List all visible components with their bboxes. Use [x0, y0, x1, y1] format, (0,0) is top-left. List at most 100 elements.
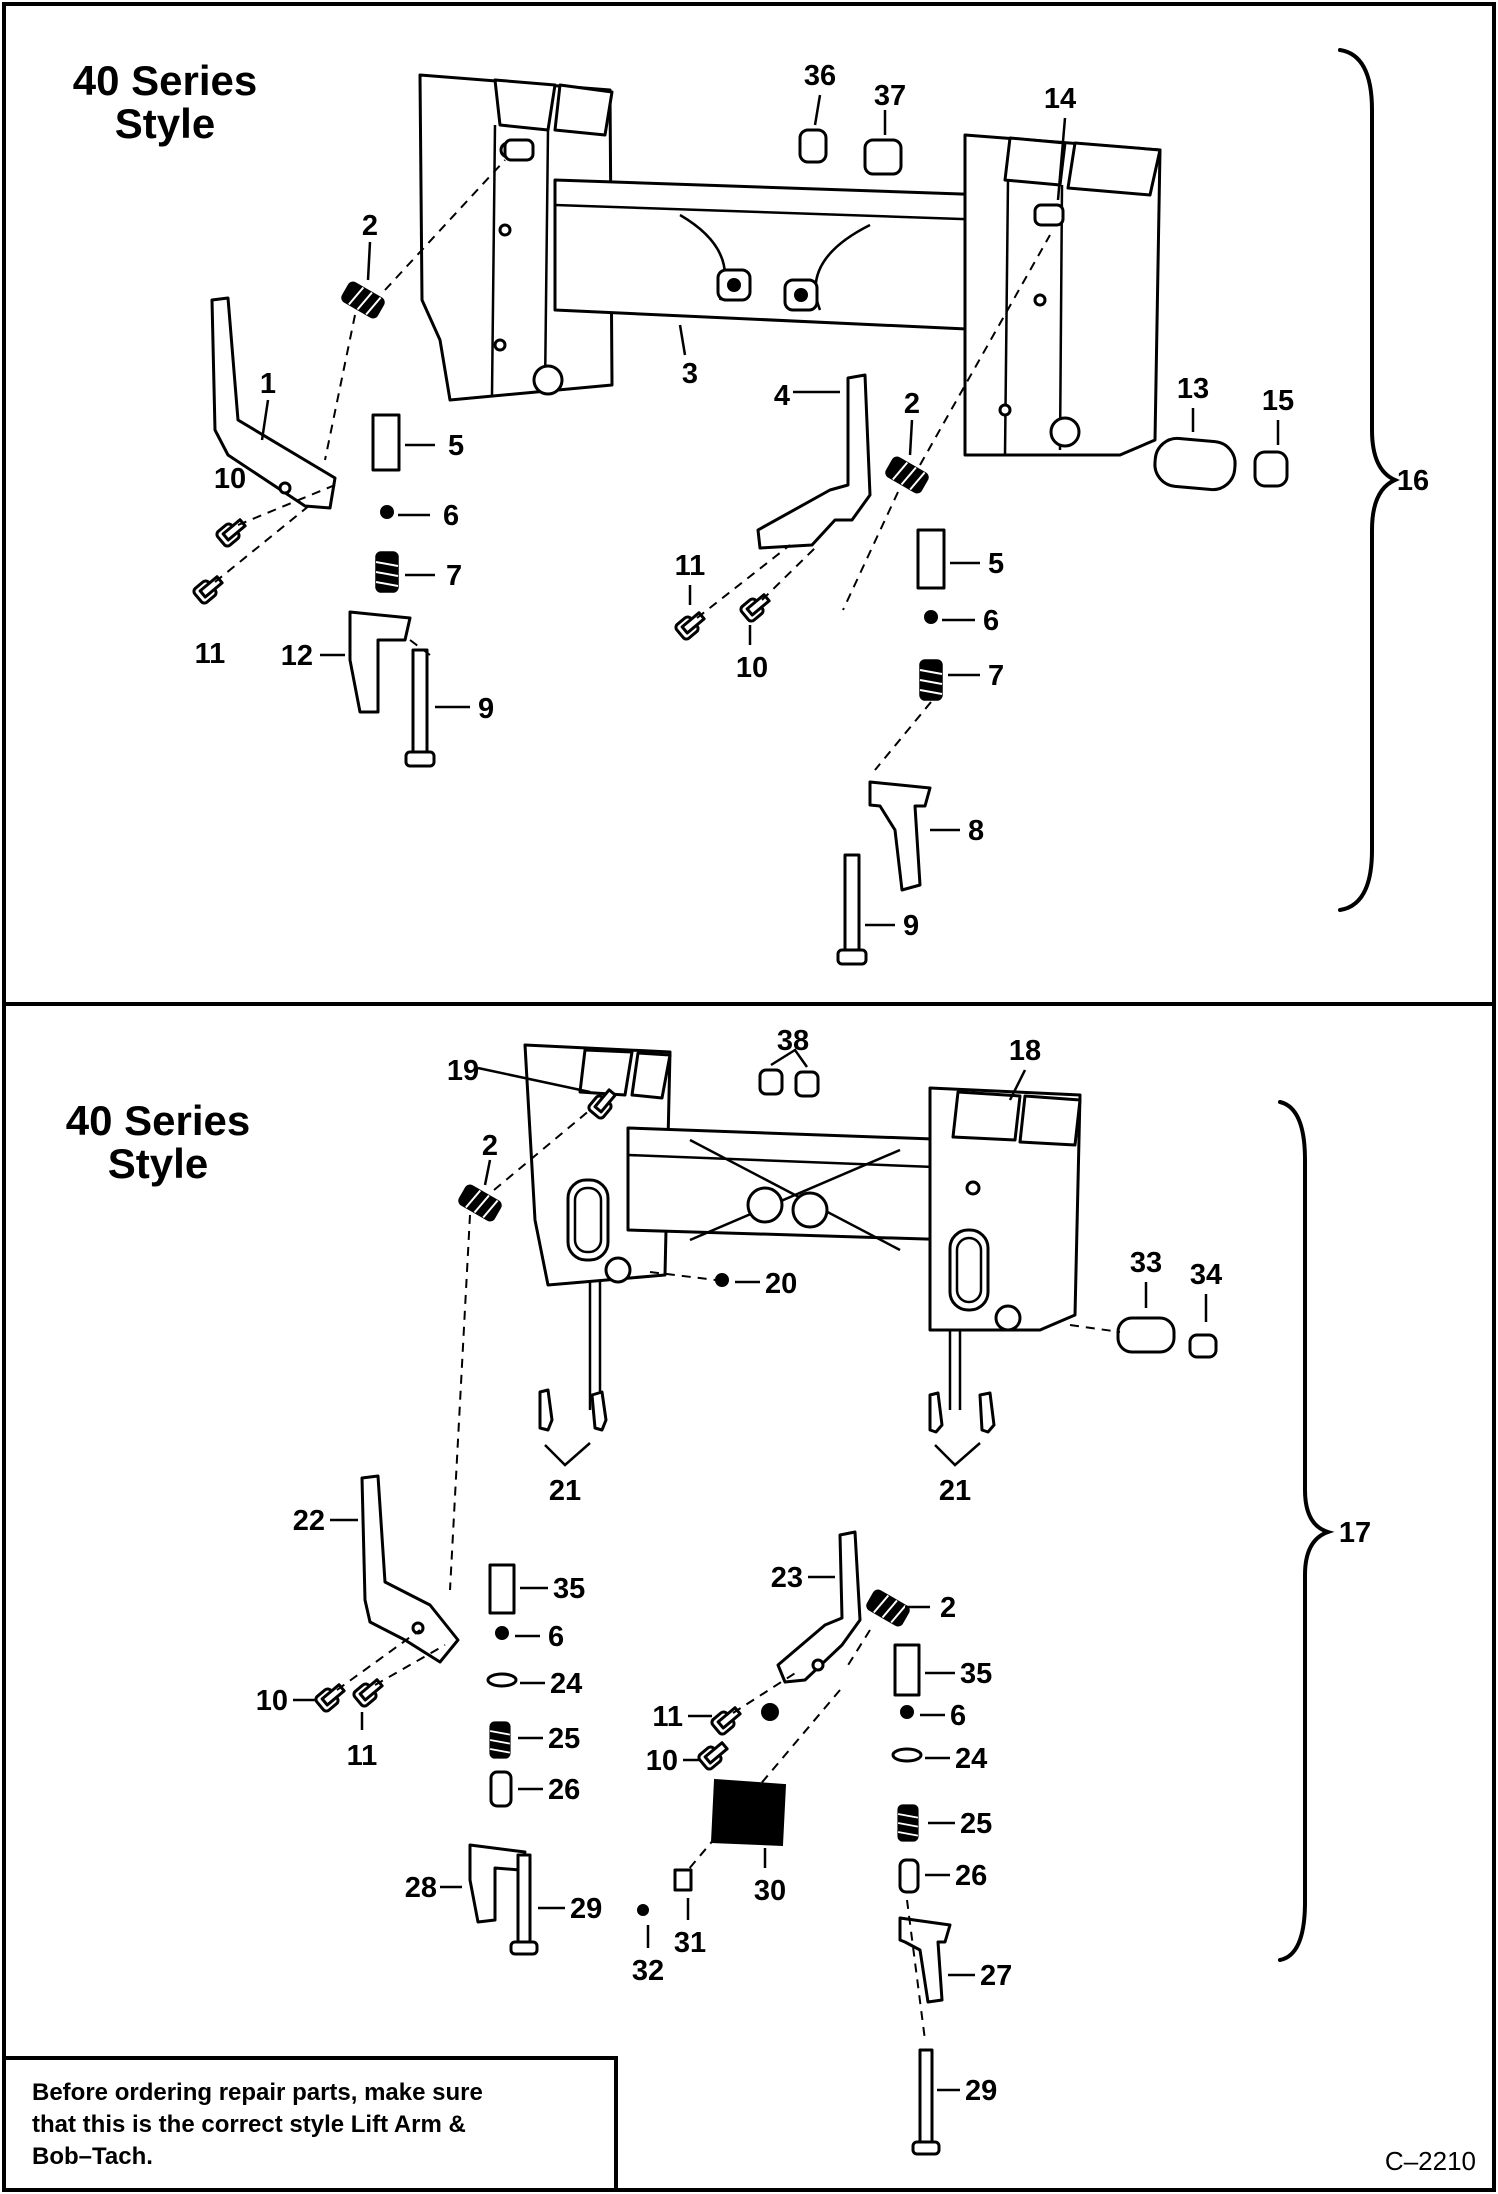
- bolt-10-left: [213, 514, 250, 550]
- part-26-right: [898, 1858, 920, 1894]
- callout-5-b: 5: [988, 548, 1004, 580]
- bolt-11-bottom-left: [350, 1674, 387, 1710]
- callout-25-b: 25: [960, 1808, 992, 1840]
- part-6-bottom-right: [900, 1705, 914, 1719]
- part-13: [1153, 436, 1237, 492]
- bolt-10-bottom-right: [695, 1737, 732, 1773]
- right-upright-frame: [963, 133, 1162, 457]
- lever-23: [776, 1530, 862, 1684]
- callout-30: 30: [754, 1875, 786, 1907]
- callout-10-a: 10: [214, 463, 246, 495]
- spring-25-right: [897, 1804, 919, 1842]
- note-line-2: that this is the correct style Lift Arm …: [32, 2111, 466, 2138]
- callout-37: 37: [874, 80, 906, 112]
- callout-29-b: 29: [965, 2075, 997, 2107]
- callout-26-b: 26: [955, 1860, 987, 1892]
- callout-2-d: 2: [940, 1592, 956, 1624]
- callout-11-d: 11: [652, 1701, 683, 1733]
- callout-24-a: 24: [550, 1668, 582, 1700]
- callout-31: 31: [674, 1927, 706, 1959]
- bottom-title-line1: 40 Series: [66, 1097, 251, 1144]
- callout-15: 15: [1262, 385, 1294, 417]
- callout-11-b: 11: [675, 550, 706, 582]
- part-6-bottom-left: [495, 1626, 509, 1640]
- callout-1: 1: [260, 368, 276, 400]
- callout-7-a: 7: [446, 560, 462, 592]
- callout-35-b: 35: [960, 1658, 992, 1690]
- note-box: Before ordering repair parts, make sure …: [2, 2056, 618, 2192]
- part-6-right: [924, 610, 938, 624]
- bottom-right-upright: [928, 1086, 1082, 1410]
- callout-36: 36: [804, 60, 836, 92]
- callout-27: 27: [980, 1960, 1012, 1992]
- callout-21-a: 21: [549, 1475, 581, 1507]
- bottom-cross-beam: [626, 1126, 962, 1252]
- callout-5-a: 5: [448, 430, 464, 462]
- callout-9-b: 9: [903, 910, 919, 942]
- bottom-title-line2: Style: [108, 1140, 208, 1187]
- spring-25-left: [489, 1721, 511, 1759]
- plate-30: [710, 1778, 787, 1847]
- part-6-left: [380, 505, 394, 519]
- callout-10-b: 10: [736, 652, 768, 684]
- callout-12: 12: [281, 640, 313, 672]
- callout-13: 13: [1177, 373, 1209, 405]
- clips-21-right: [928, 1391, 996, 1467]
- spring-2-left: [339, 279, 387, 321]
- part-20: [715, 1273, 729, 1287]
- callout-38: 38: [777, 1025, 809, 1057]
- part-26-left: [489, 1770, 513, 1808]
- part-35-right: [893, 1643, 921, 1697]
- top-panel: 40 Series Style: [73, 48, 1429, 966]
- spring-7-left: [375, 551, 399, 593]
- callout-19: 19: [447, 1055, 479, 1087]
- lever-4: [756, 373, 872, 550]
- callout-7-b: 7: [988, 660, 1004, 692]
- bolt-9-right: [843, 853, 861, 957]
- spring-2-bottom-right: [864, 1587, 912, 1629]
- bolt-9-left: [411, 648, 429, 757]
- part-37: [863, 138, 903, 176]
- callout-20: 20: [765, 1268, 797, 1300]
- callout-14: 14: [1044, 83, 1076, 115]
- callout-2-a: 2: [362, 210, 378, 242]
- bolt-29-left: [516, 1853, 532, 1947]
- callout-32: 32: [632, 1955, 664, 1987]
- callout-22: 22: [293, 1505, 325, 1537]
- figure-code: C–2210: [1385, 2146, 1476, 2176]
- top-title-line2: Style: [115, 100, 215, 147]
- part-35-left: [488, 1563, 516, 1615]
- washer-24-right: [891, 1747, 923, 1763]
- lever-22: [360, 1474, 460, 1664]
- left-upright-frame: [418, 73, 614, 402]
- callout-28: 28: [405, 1872, 437, 1904]
- callout-29-a: 29: [570, 1893, 602, 1925]
- part-12: [348, 610, 412, 714]
- callout-34: 34: [1190, 1259, 1222, 1291]
- bolt-29-right: [918, 2048, 934, 2147]
- lever-1: [210, 296, 337, 510]
- nut-38-a: [758, 1068, 784, 1096]
- clips-21-left: [538, 1388, 608, 1467]
- callout-11-c: 11: [347, 1740, 378, 1772]
- callout-8: 8: [968, 815, 984, 847]
- callout-23: 23: [771, 1562, 803, 1594]
- callout-16: 16: [1397, 465, 1429, 497]
- part-15: [1253, 450, 1289, 488]
- part-33: [1116, 1316, 1176, 1354]
- part-32: [637, 1904, 649, 1916]
- callout-35-a: 35: [553, 1573, 585, 1605]
- callout-2-c: 2: [482, 1130, 498, 1162]
- callout-21-b: 21: [939, 1475, 971, 1507]
- part-31: [673, 1868, 693, 1892]
- nut-38-b: [794, 1070, 820, 1098]
- callout-25-a: 25: [548, 1723, 580, 1755]
- top-title-line1: 40 Series: [73, 57, 258, 104]
- callout-6-d: 6: [950, 1700, 966, 1732]
- callout-9-a: 9: [478, 693, 494, 725]
- bottom-panel: 40 Series Style: [66, 1025, 1371, 2156]
- callout-6-c: 6: [548, 1621, 564, 1653]
- washer-24-left: [486, 1672, 518, 1688]
